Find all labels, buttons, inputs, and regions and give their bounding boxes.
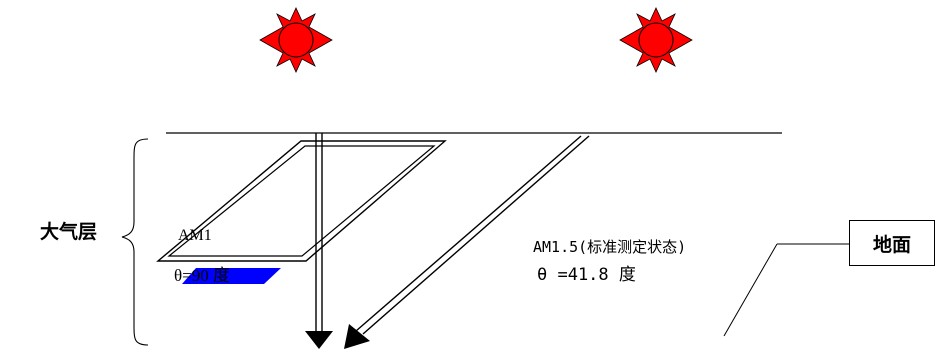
- ground-leader-diagonal: [723, 243, 778, 337]
- am1-parallelogram-inner: [167, 145, 436, 257]
- surface-patch: [182, 268, 281, 284]
- am15-ray-line-lower: [362, 135, 590, 335]
- sun-icon-right: [619, 7, 693, 73]
- am1-arrowhead: [305, 331, 333, 349]
- am1-angle-label: θ=90 度: [174, 266, 230, 285]
- am15-angle-label: θ =41.8 度: [537, 265, 636, 285]
- ground-label: 地面: [872, 233, 911, 256]
- ground-label-box: 地面: [849, 220, 935, 266]
- atmosphere-label: 大气层: [40, 221, 98, 243]
- sun-icon-left: [259, 7, 333, 73]
- sun-disc-icon: [278, 22, 314, 58]
- am15-label: AM1.5(标准测定状态): [533, 238, 687, 256]
- am1-label: AM1: [178, 227, 212, 244]
- am15-ray-line-upper: [355, 135, 582, 332]
- atmosphere-brace: [121, 138, 149, 346]
- am15-arrowhead: [344, 324, 370, 349]
- sun-disc-icon: [638, 22, 674, 58]
- am1-parallelogram-outer: [156, 140, 447, 262]
